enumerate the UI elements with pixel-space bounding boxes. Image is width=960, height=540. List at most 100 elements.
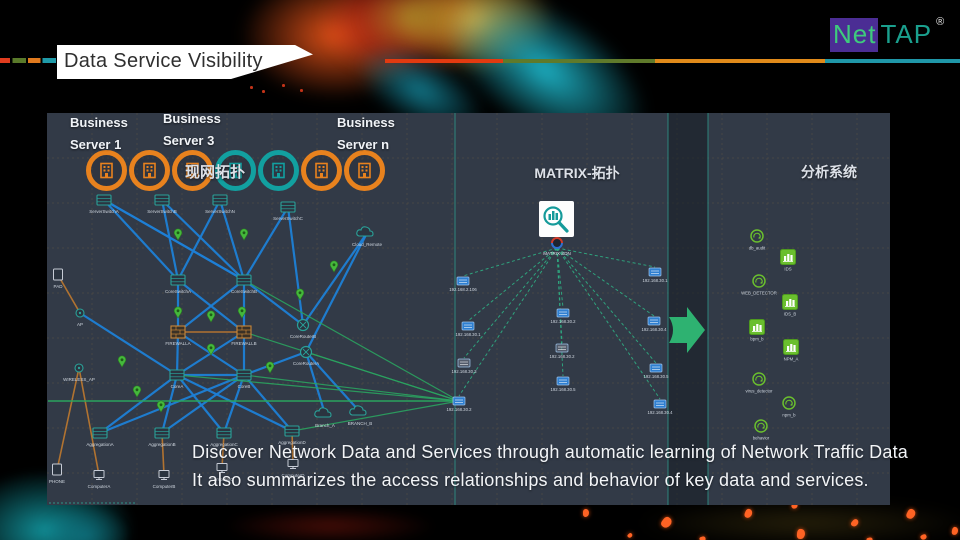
green-pin-icon bbox=[206, 343, 216, 356]
topology-link bbox=[79, 312, 178, 376]
logo-registered-mark: ® bbox=[936, 16, 946, 28]
topology-link bbox=[305, 351, 361, 413]
green-link bbox=[176, 374, 460, 402]
analysis-node-WEB_DETECTOR: WEB_DETECTOR bbox=[741, 274, 777, 296]
topology-link bbox=[222, 374, 246, 434]
topology-link bbox=[161, 432, 165, 476]
svg-text:behavior: behavior bbox=[753, 436, 770, 441]
green-pin-icon bbox=[117, 355, 127, 368]
topology-node-ComputerC: ComputerC bbox=[210, 463, 234, 482]
logo-net: Net bbox=[830, 18, 879, 52]
caption-line-2: It also summarizes the access relationsh… bbox=[192, 470, 869, 490]
building-icon bbox=[228, 162, 242, 179]
topology-node-AggregationA: AggregationA bbox=[86, 427, 114, 447]
matrix-link bbox=[556, 247, 656, 268]
red-speck bbox=[250, 86, 253, 89]
building-icon bbox=[142, 162, 156, 179]
matrix-node: 192.168.30.2 bbox=[446, 396, 472, 412]
topology-node-PAD: PAD bbox=[53, 268, 63, 289]
transfer-arrow-icon bbox=[669, 307, 705, 353]
matrix-node: 192.168.30.4 bbox=[641, 316, 667, 332]
topology-link bbox=[161, 199, 245, 281]
building-icon bbox=[185, 162, 199, 179]
svg-text:AggregationA: AggregationA bbox=[86, 442, 113, 447]
green-pin-icon bbox=[206, 310, 216, 323]
building-icon bbox=[357, 162, 371, 179]
magnifier-chart-icon bbox=[539, 201, 574, 237]
topology-link bbox=[305, 232, 368, 353]
topology-node-WIRELESS_AP: WIRELESS_AP bbox=[63, 363, 95, 382]
svg-text:CoreRouterB: CoreRouterB bbox=[290, 334, 316, 339]
svg-text:FIREWALLB: FIREWALLB bbox=[231, 341, 256, 346]
topology-node-ServerSwitchA: ServerSwitchA bbox=[89, 194, 119, 214]
svg-text:ComputerC: ComputerC bbox=[210, 477, 234, 482]
topology-links bbox=[48, 199, 460, 476]
page-title: Data Service Visibility bbox=[64, 50, 263, 72]
topology-link bbox=[57, 274, 81, 314]
topology-link bbox=[161, 374, 245, 434]
matrix-link bbox=[467, 247, 558, 322]
matrix-topology: 192.168.2.106 192.168.30.1 192.168.30.3 192… bbox=[446, 237, 673, 415]
topology-link bbox=[56, 367, 80, 471]
svg-text:AggregationD: AggregationD bbox=[278, 440, 306, 445]
green-pin-icon bbox=[329, 260, 339, 273]
red-speck bbox=[282, 84, 285, 87]
svg-text:CoreSwitchB: CoreSwitchB bbox=[231, 289, 257, 294]
analysis-node-db_audit: db_audit bbox=[749, 229, 766, 251]
topology-node-AggregationD: AggregationD bbox=[278, 425, 307, 445]
topology-link bbox=[302, 232, 368, 326]
topology-link bbox=[221, 432, 225, 469]
svg-text:AggregationC: AggregationC bbox=[210, 442, 238, 447]
section-header-matrix-topology: MATRIX-拓扑 bbox=[534, 165, 620, 181]
analysis-node-IDS_B: IDS_B bbox=[782, 294, 798, 317]
building-icon bbox=[99, 162, 113, 179]
svg-text:192.168.2.106: 192.168.2.106 bbox=[449, 287, 477, 292]
svg-text:192.168.30.2: 192.168.30.2 bbox=[446, 407, 472, 412]
analysis-node-virus_detector: virus_detector bbox=[746, 372, 774, 394]
topology-node-Branch_A: Branch_A bbox=[314, 407, 335, 428]
svg-text:BRANCH_B: BRANCH_B bbox=[348, 421, 373, 426]
matrix-node: 192.168.30.5 bbox=[643, 363, 669, 379]
green-pin-icon bbox=[173, 306, 183, 319]
green-pin-icon bbox=[237, 306, 247, 319]
green-pin-icon bbox=[239, 228, 249, 241]
svg-text:bpm_b: bpm_b bbox=[750, 337, 764, 342]
svg-text:IDS_B: IDS_B bbox=[784, 312, 797, 317]
topology-link bbox=[177, 279, 245, 333]
matrix-node: 192.168.30.1 bbox=[642, 267, 668, 283]
svg-text:NPM_A: NPM_A bbox=[784, 357, 799, 362]
topology-node-CoreRouterB: CoreRouterB bbox=[290, 318, 316, 339]
svg-text:AP: AP bbox=[77, 322, 83, 327]
business-server-circle bbox=[171, 150, 213, 191]
section-header-analysis-system: 分析系统 bbox=[801, 164, 857, 180]
svg-text:192.168.30.5: 192.168.30.5 bbox=[643, 374, 669, 379]
svg-text:192.168.30.3: 192.168.30.3 bbox=[451, 369, 477, 374]
topology-node-CoreRouterA: CoreRouterA bbox=[293, 345, 319, 366]
green-link bbox=[243, 374, 460, 402]
topology-link bbox=[243, 374, 293, 432]
caption-line-1: Discover Network Data and Services throu… bbox=[192, 442, 908, 462]
svg-text:192.168.30.2: 192.168.30.2 bbox=[550, 319, 576, 324]
topology-node-ComputerD: ComputerD bbox=[281, 459, 305, 478]
red-speck bbox=[262, 90, 265, 93]
topology-node-ServerSwitchB: ServerSwitchB bbox=[147, 194, 177, 214]
topology-link bbox=[99, 373, 245, 435]
svg-text:ComputerB: ComputerB bbox=[153, 484, 176, 489]
accent-stripe-left bbox=[0, 58, 56, 63]
topology-link bbox=[175, 331, 180, 376]
svg-text:virus_detector: virus_detector bbox=[746, 389, 774, 394]
svg-text:npm_b: npm_b bbox=[782, 413, 796, 418]
topology-node-CoreA: CoreA bbox=[169, 369, 185, 389]
matrix-link bbox=[463, 247, 558, 359]
svg-text:IDS: IDS bbox=[784, 267, 791, 272]
topology-node-AggregationB: AggregationB bbox=[148, 427, 176, 447]
svg-text:ComputerA: ComputerA bbox=[88, 484, 111, 489]
section-header-live-topology: 现网拓扑 bbox=[184, 164, 245, 181]
matrix-node: 192.168.30.5 bbox=[550, 376, 576, 392]
green-link bbox=[243, 279, 460, 402]
topology-link bbox=[160, 199, 180, 281]
topology-link bbox=[243, 279, 304, 326]
svg-text:ServerSwitchC: ServerSwitchC bbox=[273, 216, 304, 221]
topology-node-CoreSwitchB: CoreSwitchB bbox=[231, 274, 257, 294]
